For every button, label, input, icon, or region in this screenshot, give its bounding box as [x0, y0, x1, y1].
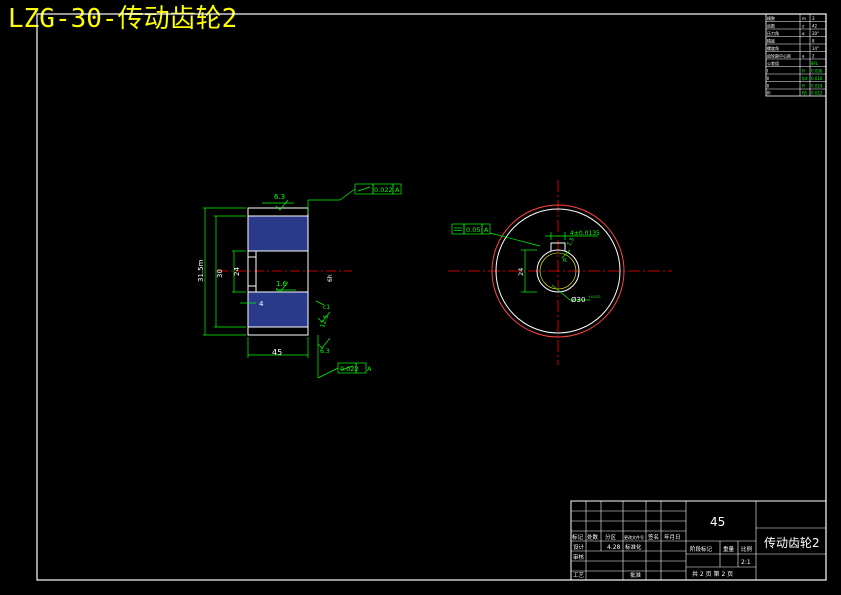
param-row-11-symbol: Fβ — [802, 91, 807, 96]
header-date: 年月日 — [664, 533, 681, 541]
section-lower — [248, 292, 308, 327]
dim-hub-mark: 6h — [327, 274, 334, 282]
tolerance-frame-top: 0.022 A — [354, 183, 402, 195]
scale-value: 2:1 — [741, 559, 751, 566]
param-row-4-name: 精度 — [767, 38, 775, 44]
part-name: 传动齿轮2 — [764, 535, 820, 550]
front-tolerance-frame: 0.05 A — [451, 223, 491, 235]
header-doc: 更改文件号 — [624, 534, 644, 540]
bore-chamfer-circle — [539, 252, 577, 290]
keyway-outline — [550, 242, 566, 251]
dim-outer-diameter: 31.5m — [197, 259, 205, 282]
keyway-width: 4±0.0135 — [570, 230, 600, 237]
front-bore-deviation: +0.021 — [588, 295, 601, 299]
row-design-label: 设计 — [573, 543, 585, 551]
front-bore-label: Ø30 — [571, 296, 585, 304]
param-row-10-name: II — [767, 84, 769, 89]
roughness-bore: 1.6 — [276, 280, 288, 288]
param-row-2-name: 齿数 — [767, 23, 775, 29]
param-row-3-name: 压力角 — [767, 30, 779, 36]
pitch-circle — [495, 208, 621, 334]
title-block-lines — [571, 501, 826, 580]
tol-top-value: 0.022 — [374, 186, 393, 194]
param-row-5-value: 14° — [812, 46, 819, 51]
drawing-frame — [36, 13, 827, 581]
dim-inner-diameter: 30 — [216, 269, 224, 278]
header-zone: 分区 — [605, 533, 617, 541]
param-row-6-symbol: a — [802, 54, 805, 59]
param-row-11-value: 0.012 — [811, 91, 823, 96]
weight-label: 重量 — [723, 545, 735, 553]
header-count: 处数 — [587, 533, 599, 541]
roughness-top: 6.3 — [274, 193, 285, 201]
side-section-view[interactable]: 6.3 1.6 12.5 6.3 31.5m 30 24 4 45 c1 6h … — [197, 183, 402, 379]
param-row-1-name: 模数 — [767, 15, 775, 21]
tolerance-frame-bottom: 0.022 A — [337, 362, 372, 374]
row-check-label: 审核 — [573, 553, 585, 561]
front-tol-value: 0.05 — [466, 226, 480, 234]
param-row-3-symbol: α — [802, 31, 805, 36]
param-row-8-name: I — [767, 69, 768, 74]
dim-bore-diameter: 24 — [233, 267, 241, 276]
dim-step: 4 — [259, 300, 264, 308]
param-row-9-name: II — [767, 76, 769, 81]
param-row-6-value: 2 — [812, 54, 815, 59]
sheets: 共 2 页 第 2 页 — [692, 570, 733, 578]
side-dimension-lines — [203, 188, 356, 379]
front-dimension-lines — [489, 232, 598, 301]
param-row-3-value: 20° — [812, 31, 819, 36]
row-process-label: 工艺 — [573, 572, 585, 579]
roughness-symbols — [275, 199, 331, 349]
param-row-9-symbol: fpt — [802, 76, 808, 81]
dim-width: 45 — [272, 348, 282, 357]
keyway-radius: R — [563, 258, 567, 264]
param-row-lines — [766, 21, 826, 90]
param-row-2-symbol: z — [802, 24, 804, 29]
outer-circle — [491, 204, 625, 338]
front-tol-datum: A — [484, 226, 489, 234]
roughness-face: 12.5 — [319, 314, 330, 329]
row-design-date: 4.28 — [607, 544, 621, 551]
param-row-10-value: 0.014 — [811, 84, 823, 89]
tol-bottom-value: 0.022 — [340, 365, 359, 373]
row-design-standard: 标准化 — [625, 543, 642, 551]
param-row-1-value: 3 — [812, 16, 815, 21]
title-block: 45 传动齿轮2 标记 处数 分区 更改文件号 签名 年月日 设计 4.28 标… — [570, 500, 827, 581]
drawing-title: LZG-30-传动齿轮2 — [8, 4, 238, 34]
section-upper — [248, 216, 308, 251]
param-row-6-name: 齿轮副中心距 — [767, 53, 791, 59]
param-row-9-value: 0.018 — [811, 76, 823, 81]
param-row-8-symbol: Fr — [802, 69, 806, 74]
param-row-2-value: 42 — [812, 24, 818, 29]
roughness-bottom: 6.3 — [320, 348, 330, 355]
param-row-7-name: 公差组 — [767, 60, 779, 66]
parameter-table: 模数 m 3 齿数 z 42 压力角 α 20° 精度 8 螺旋角 14° 齿轮… — [765, 13, 827, 97]
scale-label: 比例 — [741, 545, 753, 553]
param-row-7-value: 8FL — [811, 61, 819, 66]
param-row-8-value: 0.036 — [811, 69, 823, 74]
front-bore-dim: 24 — [517, 268, 525, 276]
tol-bottom-datum: A — [367, 365, 372, 373]
param-row-10-symbol: ff — [802, 84, 805, 89]
front-view[interactable]: 0.05 A 4±0.0135 1.5 R 24 Ø30 +0.021 — [448, 180, 672, 365]
param-row-1-symbol: m — [802, 16, 806, 21]
material: 45 — [710, 515, 725, 529]
dim-chamfer: c1 — [323, 304, 330, 311]
header-sign: 签名 — [648, 533, 659, 541]
tol-top-datum: A — [395, 186, 400, 194]
param-row-4-value: 8 — [812, 39, 815, 44]
stage-label: 阶段标记 — [690, 545, 713, 553]
keyway-depth: 1.5 — [566, 236, 576, 247]
param-row-11-name: III — [767, 91, 771, 96]
row-approve-label: 批准 — [630, 571, 642, 579]
bore-circle — [536, 249, 580, 293]
header-mark: 标记 — [572, 533, 584, 541]
param-row-5-name: 螺旋角 — [767, 45, 779, 51]
